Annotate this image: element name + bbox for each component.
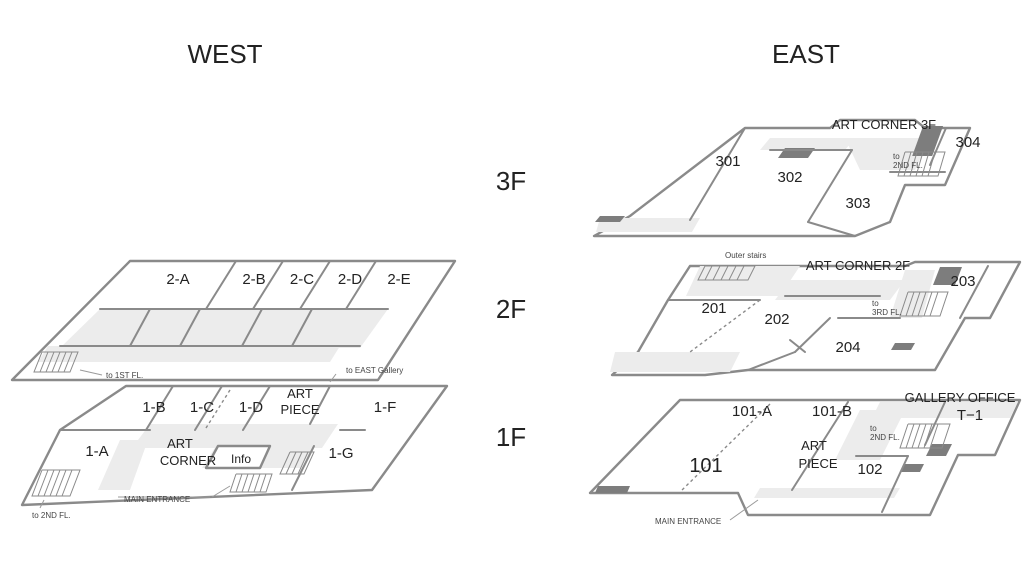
east-art-piece-line1: ART	[801, 438, 827, 453]
floor-label-3f: 3F	[496, 166, 526, 196]
west-to-1st-floor-label: to 1ST FL.	[106, 371, 143, 380]
room-1-g[interactable]: 1-G	[328, 445, 353, 462]
room-303[interactable]: 303	[845, 195, 870, 212]
east-1f-plan: 101-A 101-B 101 102 ART PIECE GALLERY OF…	[588, 390, 1022, 526]
art-corner-3f-label[interactable]: ART CORNER 3F	[832, 117, 936, 132]
east-heading: EAST	[772, 39, 840, 69]
floor-label-2f: 2F	[496, 294, 526, 324]
east-1f-to-2nd-line1: to	[870, 424, 877, 433]
art-corner-2f-label[interactable]: ART CORNER 2F	[806, 258, 910, 273]
west-main-entrance-label: MAIN ENTRANCE	[124, 495, 190, 504]
room-201[interactable]: 201	[701, 300, 726, 317]
gallery-office-label[interactable]: GALLERY OFFICE	[905, 390, 1016, 405]
room-2-c[interactable]: 2-C	[290, 271, 314, 288]
room-202[interactable]: 202	[764, 311, 789, 328]
room-2-a[interactable]: 2-A	[166, 271, 189, 288]
room-302[interactable]: 302	[777, 169, 802, 186]
room-204[interactable]: 204	[835, 339, 860, 356]
room-1-f[interactable]: 1-F	[374, 399, 397, 416]
room-2-b[interactable]: 2-B	[242, 271, 265, 288]
east-2f-to-3rd-line1: to	[872, 299, 879, 308]
east-3f-to-2nd-line1: to	[893, 152, 900, 161]
west-heading: WEST	[187, 39, 262, 69]
west-2f-plan: 2-A 2-B 2-C 2-D 2-E to 1ST FL. to EAST G…	[10, 259, 457, 383]
room-2-e[interactable]: 2-E	[387, 271, 410, 288]
room-102[interactable]: 102	[857, 461, 882, 478]
east-3f-to-2nd-line2: 2ND FL.	[893, 161, 923, 170]
info-desk	[204, 444, 272, 470]
floor-label-1f: 1F	[496, 422, 526, 452]
room-301[interactable]: 301	[715, 153, 740, 170]
info-label[interactable]: Info	[231, 452, 251, 466]
room-101-b[interactable]: 101-B	[812, 403, 852, 420]
room-304[interactable]: 304	[955, 134, 980, 151]
west-art-corner-line1: ART	[167, 436, 193, 451]
east-main-entrance-label: MAIN ENTRANCE	[655, 517, 721, 526]
room-101-a[interactable]: 101-A	[732, 403, 772, 420]
west-art-piece-line1: ART	[287, 386, 313, 401]
office-t1-label[interactable]: T−1	[957, 407, 983, 424]
room-101[interactable]: 101	[689, 455, 722, 477]
east-1f-to-2nd-line2: 2ND FL.	[870, 433, 900, 442]
room-2-d[interactable]: 2-D	[338, 271, 362, 288]
west-to-2nd-floor-label: to 2ND FL.	[32, 511, 71, 520]
outer-stairs-label: Outer stairs	[725, 251, 766, 260]
west-art-piece-line2: PIECE	[280, 402, 319, 417]
east-3f-plan: 301 302 303 304 ART CORNER 3F to 2ND FL.	[592, 117, 981, 238]
west-art-corner-line2: CORNER	[160, 453, 216, 468]
room-1-b[interactable]: 1-B	[142, 399, 165, 416]
east-2f-to-3rd-line2: 3RD FL.	[872, 308, 902, 317]
room-203[interactable]: 203	[950, 273, 975, 290]
west-1f-plan: 1-A 1-B 1-C 1-D 1-F 1-G ART PIECE ART CO…	[20, 384, 449, 520]
east-2f-plan: 201 202 203 204 ART CORNER 2F Outer stai…	[610, 251, 1022, 377]
room-1-a[interactable]: 1-A	[85, 443, 108, 460]
room-1-c[interactable]: 1-C	[190, 399, 214, 416]
west-to-east-gallery-label[interactable]: to EAST Gallery	[346, 366, 403, 375]
room-1-d[interactable]: 1-D	[239, 399, 263, 416]
east-art-piece-line2: PIECE	[798, 456, 837, 471]
